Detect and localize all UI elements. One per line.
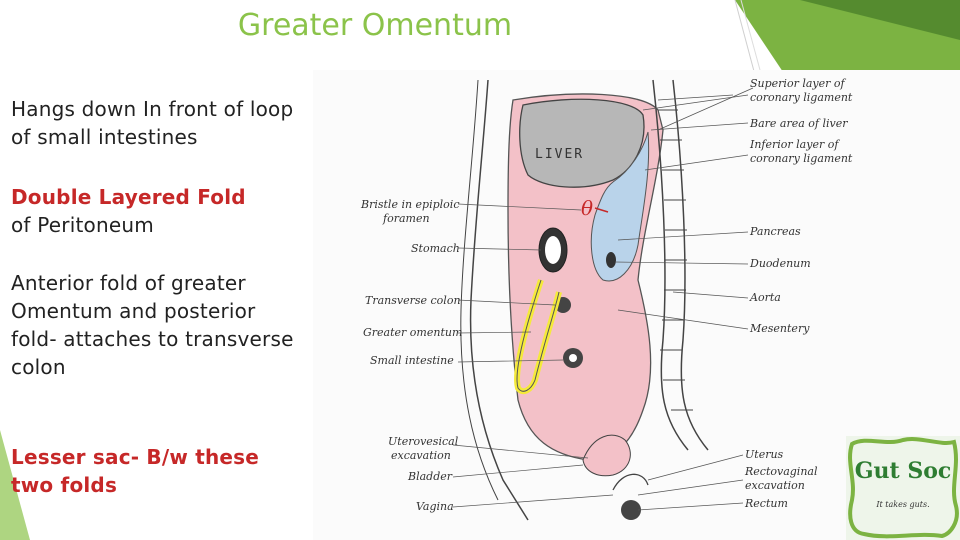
left-edge-decoration	[0, 430, 30, 540]
logo-title: Gut Soc	[854, 458, 952, 484]
gut-soc-logo: Gut Soc It takes guts.	[846, 436, 960, 540]
epiploic-symbol: θ	[581, 196, 593, 220]
label-bristle: Bristle in epiploic	[360, 198, 459, 211]
highlight-double-layered-fold: Double Layered Fold	[11, 185, 246, 209]
label-stomach: Stomach	[411, 242, 460, 255]
label-small-intestine: Small intestine	[370, 354, 454, 367]
label-bare-area: Bare area of liver	[749, 117, 848, 130]
label-uterus: Uterus	[745, 448, 784, 461]
label-bladder: Bladder	[407, 470, 453, 483]
label-coronary-1: coronary ligament	[750, 91, 853, 104]
label-excavation-2: excavation	[745, 479, 805, 492]
bullet-double-layered: Double Layered Fold of Peritoneum	[11, 183, 246, 239]
text-of-peritoneum: of Peritoneum	[11, 213, 154, 237]
label-mesentery: Mesentery	[749, 322, 810, 335]
bullet-anterior-fold: Anterior fold of greater Omentum and pos…	[11, 271, 294, 379]
uterus-shape	[612, 473, 649, 491]
intestine-border-icon	[848, 437, 959, 539]
label-pancreas: Pancreas	[749, 225, 801, 238]
label-excavation-1: excavation	[391, 449, 451, 462]
label-superior-layer: Superior layer of	[750, 77, 847, 90]
liver-label: LIVER	[535, 147, 584, 162]
label-vagina: Vagina	[416, 500, 454, 513]
lesser-sac-region	[590, 131, 650, 282]
label-duodenum: Duodenum	[749, 257, 811, 270]
diagram-svg: LIVER θ	[360, 77, 853, 521]
bladder-shape	[582, 434, 631, 477]
label-inferior-layer: Inferior layer of	[749, 138, 840, 151]
label-foramen: foramen	[382, 212, 430, 225]
epiploic-arrow	[594, 207, 609, 213]
corner-decoration	[734, 0, 960, 75]
label-aorta: Aorta	[749, 291, 781, 304]
logo-tagline: It takes guts.	[876, 500, 930, 509]
label-rectum: Rectum	[744, 497, 788, 510]
label-rectovaginal: Rectovaginal	[744, 465, 818, 478]
stomach-lumen	[545, 236, 561, 264]
label-transverse-colon: Transverse colon	[365, 294, 461, 307]
label-greater-omentum: Greater omentum	[363, 326, 462, 339]
right-leader-lines	[614, 94, 749, 511]
spine	[652, 79, 709, 451]
liver-shape	[519, 98, 645, 188]
rectum-shape	[621, 500, 641, 520]
label-coronary-2: coronary ligament	[750, 152, 853, 165]
label-uterovesical: Uterovesical	[388, 435, 459, 448]
left-leader-lines	[452, 203, 614, 508]
bullet-hangs-down: Hangs down In front of loop of small int…	[11, 97, 294, 149]
bullet-lesser-sac: Lesser sac- B/w these two folds	[11, 445, 260, 497]
duodenum-shape	[606, 252, 616, 268]
slide-title: Greater Omentum	[237, 8, 513, 43]
